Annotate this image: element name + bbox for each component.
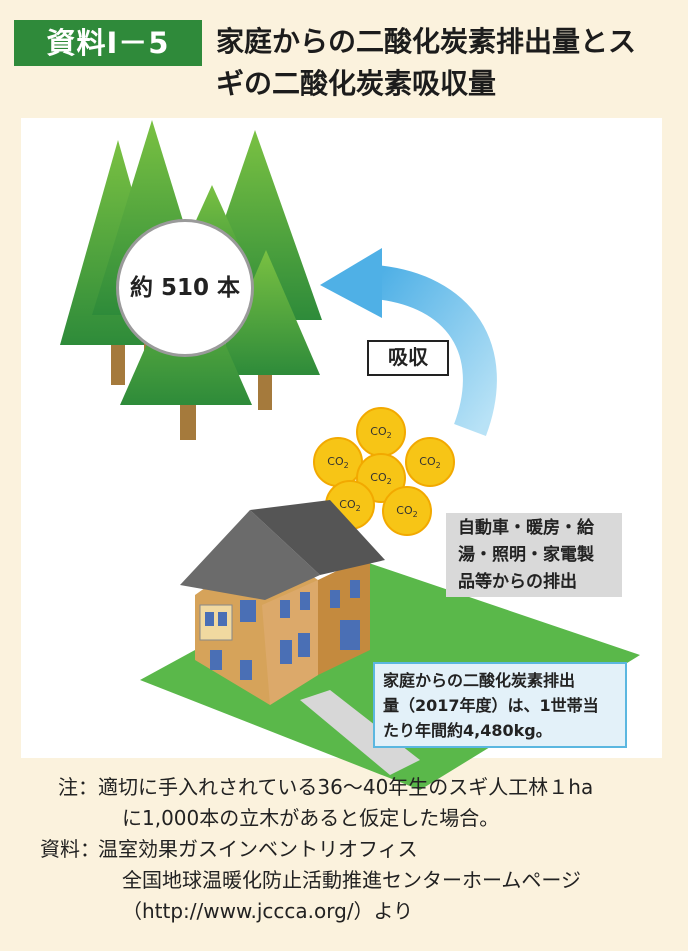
tree-count-label: 約 510 本 xyxy=(116,219,254,357)
source-url: （http://www.jccca.org/）より xyxy=(122,899,414,923)
co2-label: CO2 xyxy=(370,425,392,441)
co2-label: CO2 xyxy=(419,455,441,471)
emission-source-line: 自動車・暖房・給 xyxy=(458,518,594,538)
source-text-cont: 全国地球温暖化防止活動推進センターホームページ xyxy=(122,868,581,892)
co2-label: CO2 xyxy=(370,471,392,487)
household-emission-line: 量（2017年度）は、1世帯当 xyxy=(383,696,599,715)
page-title-line1: 家庭からの二酸化炭素排出量とス xyxy=(216,25,637,58)
co2-label: CO2 xyxy=(396,504,418,520)
note-text: 適切に手入れされている36～40年生のスギ人工林１ha xyxy=(98,775,594,799)
notes-section: 注：適切に手入れされている36～40年生のスギ人工林１ha に1,000本の立木… xyxy=(40,772,593,927)
figure-tag: 資料Ⅰ－5 xyxy=(14,20,202,66)
source-text: 温室効果ガスインベントリオフィス xyxy=(98,837,418,861)
source-label: 資料： xyxy=(40,837,100,861)
household-emission-box: 家庭からの二酸化炭素排出 量（2017年度）は、1世帯当 たり年間約4,480k… xyxy=(373,662,627,748)
household-emission-line: たり年間約4,480kg。 xyxy=(383,721,552,740)
co2-label: CO2 xyxy=(327,455,349,471)
emission-source-line: 品等からの排出 xyxy=(458,572,577,592)
household-emission-line: 家庭からの二酸化炭素排出 xyxy=(383,671,576,690)
absorb-arrow xyxy=(320,248,497,436)
emission-source-line: 湯・照明・家電製 xyxy=(458,545,594,565)
note-row: 注：適切に手入れされている36～40年生のスギ人工林１ha xyxy=(40,772,593,803)
header: 資料Ⅰ－5 家庭からの二酸化炭素排出量とス ギの二酸化炭素吸収量 xyxy=(0,0,688,118)
emission-source-box: 自動車・暖房・給 湯・照明・家電製 品等からの排出 xyxy=(446,513,622,597)
tree-right xyxy=(212,250,320,410)
page-title-line2: ギの二酸化炭素吸収量 xyxy=(216,67,497,100)
absorb-label: 吸収 xyxy=(367,340,449,376)
co2-label: CO2 xyxy=(339,498,361,514)
note-text-cont: に1,000本の立木があると仮定した場合。 xyxy=(122,806,500,830)
source-row: 資料：温室効果ガスインベントリオフィス xyxy=(40,834,593,865)
note-label: 注： xyxy=(58,775,98,799)
